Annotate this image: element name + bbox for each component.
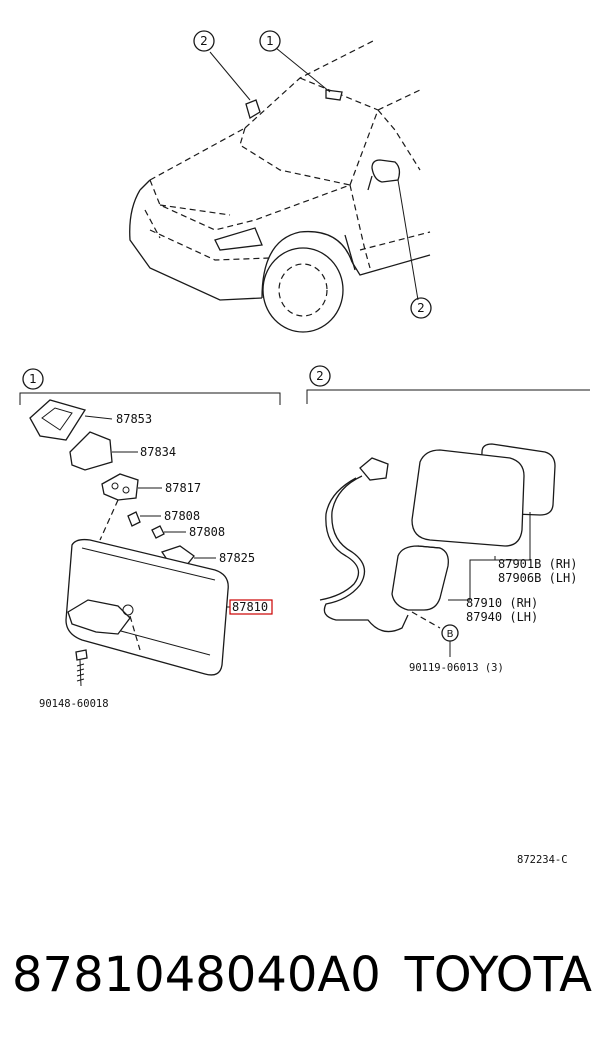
label-87834: 87834 (140, 445, 176, 459)
label-87901b-rh: 87901B (RH) (498, 557, 577, 571)
label-87808-a: 87808 (164, 509, 200, 523)
label-87853: 87853 (116, 412, 152, 426)
callout-2-mirror: 2 (410, 297, 432, 319)
svg-text:1: 1 (29, 372, 37, 386)
label-87808-b: 87808 (189, 525, 225, 539)
label-87825: 87825 (219, 551, 255, 565)
label-87906b-lh: 87906B (LH) (498, 571, 577, 585)
label-90119-06013: 90119-06013 (3) (409, 662, 504, 674)
label-87940-lh: 87940 (LH) (466, 610, 538, 624)
footer: 8781048040A0 TOYOTA (12, 940, 592, 1010)
label-87910-rh: 87910 (RH) (466, 596, 538, 610)
label-87810: 87810 (232, 600, 268, 614)
callout-b: B (447, 629, 454, 640)
label-90148-60018: 90148-60018 (39, 698, 109, 710)
label-87817: 87817 (165, 481, 201, 495)
callout-2-top: 2 (193, 30, 215, 52)
svg-text:2: 2 (417, 301, 425, 315)
section-2: 2 87901B (RH) 87906B (LH) 87910 (RH) 879… (306, 365, 590, 674)
brand-name: TOYOTA (404, 947, 592, 1003)
part-number: 8781048040A0 (12, 947, 381, 1003)
highlight-87810 (229, 599, 273, 615)
vehicle-outline (129, 39, 431, 333)
callout-1-top: 1 (259, 30, 281, 52)
svg-text:2: 2 (200, 34, 208, 48)
section-1: 1 87853 87834 87817 87808 87808 87825 (19, 368, 281, 710)
svg-text:1: 1 (266, 34, 274, 48)
svg-text:2: 2 (316, 369, 324, 383)
drawing-code: 872234-C (517, 854, 568, 866)
